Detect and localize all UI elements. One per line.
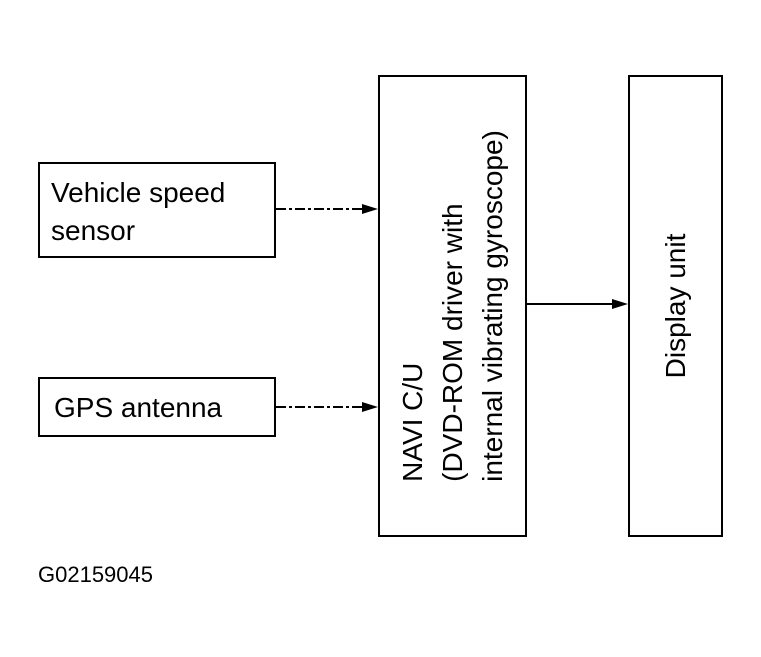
gps-antenna-label: GPS antenna xyxy=(54,392,223,423)
arrow-gps-to-navi-head xyxy=(362,402,378,412)
arrow-gps-to-navi xyxy=(276,402,378,412)
display-unit-label-line1: Display unit xyxy=(659,233,691,379)
vehicle-speed-sensor-label-line1: Vehicle speed xyxy=(51,177,226,208)
arrow-navi-to-display-head xyxy=(612,299,628,309)
gps-antenna-block: GPS antenna xyxy=(38,377,276,437)
arrow-navi-to-display xyxy=(527,299,628,309)
arrow-speed-to-navi-head xyxy=(362,204,378,214)
arrow-speed-to-navi xyxy=(276,204,378,214)
display-unit-label: Display unit xyxy=(656,234,696,379)
navi-cu-label-line3: internal vibrating gyroscope) xyxy=(476,130,508,482)
navi-cu-block: NAVI C/U (DVD-ROM driver with internal v… xyxy=(378,75,527,537)
vehicle-speed-sensor-block: Vehicle speed sensor xyxy=(38,162,276,258)
figure-id: G02159045 xyxy=(38,562,153,587)
navi-cu-label-line1: NAVI C/U xyxy=(396,362,428,482)
display-unit-block: Display unit xyxy=(628,75,723,537)
vehicle-speed-sensor-label-line2: sensor xyxy=(51,215,136,246)
navi-cu-label: NAVI C/U (DVD-ROM driver with internal v… xyxy=(393,130,513,482)
navi-cu-label-line2: (DVD-ROM driver with xyxy=(436,203,468,482)
